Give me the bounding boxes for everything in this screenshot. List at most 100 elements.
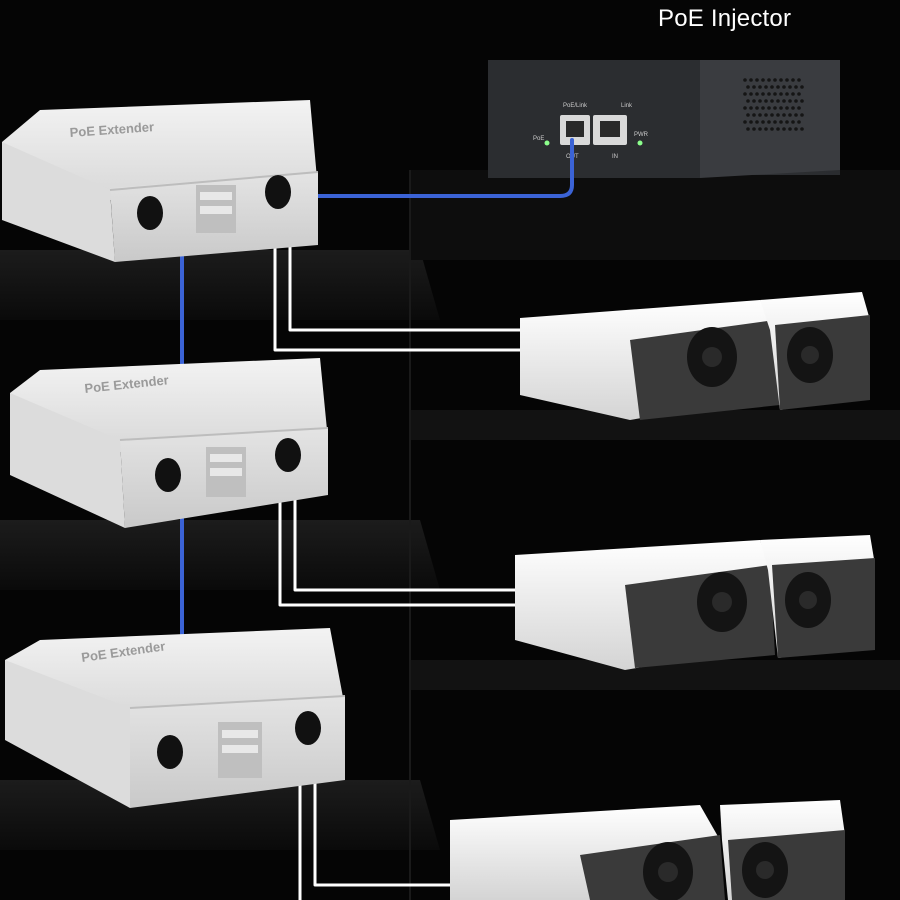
vent-hole	[773, 106, 777, 110]
vent-hole	[761, 78, 765, 82]
vent-hole	[767, 78, 771, 82]
vent-hole	[758, 99, 762, 103]
vent-hole	[785, 106, 789, 110]
vent-hole	[788, 99, 792, 103]
vent-hole	[794, 113, 798, 117]
vent-hole	[782, 113, 786, 117]
camera-pair-2	[515, 535, 875, 670]
extender-label: PoE Extender	[69, 119, 154, 140]
camera-cable-1a	[288, 208, 522, 332]
vent-hole	[788, 85, 792, 89]
vent-hole	[791, 106, 795, 110]
vent-hole	[800, 113, 804, 117]
vent-hole	[785, 78, 789, 82]
vent-hole	[755, 120, 759, 124]
vent-hole	[791, 78, 795, 82]
camera-cable-3a	[313, 736, 452, 887]
downlink-port	[295, 711, 321, 745]
vent-hole	[797, 120, 801, 124]
camera-cable-1b	[273, 208, 522, 352]
camera-cable-2a	[293, 460, 517, 592]
vent-holes	[743, 78, 804, 131]
vent-hole	[755, 78, 759, 82]
vent-hole	[776, 85, 780, 89]
vent-hole	[779, 106, 783, 110]
vent-hole	[746, 85, 750, 89]
vent-hole	[749, 92, 753, 96]
bullet-camera-icon	[515, 540, 775, 670]
uplink-port	[137, 196, 163, 230]
vent-hole	[743, 120, 747, 124]
vent-hole	[770, 127, 774, 131]
bullet-camera-icon	[760, 535, 875, 658]
trunk-cable-injector	[288, 138, 574, 198]
vent-hole	[782, 127, 786, 131]
vent-grille	[740, 75, 802, 135]
poe-led	[544, 140, 550, 146]
vent-hole	[797, 92, 801, 96]
vent-hole	[785, 92, 789, 96]
link-label: Link	[621, 103, 633, 109]
vent-hole	[800, 99, 804, 103]
vent-hole	[797, 106, 801, 110]
downlink-port	[275, 438, 301, 472]
vent-hole	[758, 85, 762, 89]
vent-hole	[749, 120, 753, 124]
vent-hole	[779, 78, 783, 82]
vent-hole	[770, 99, 774, 103]
poe-led-label: PoE	[533, 136, 544, 142]
vent-hole	[746, 127, 750, 131]
vent-hole	[761, 92, 765, 96]
vent-hole	[776, 127, 780, 131]
vent-hole	[785, 120, 789, 124]
vent-hole	[752, 85, 756, 89]
vent-hole	[752, 127, 756, 131]
vent-hole	[788, 127, 792, 131]
vent-hole	[794, 85, 798, 89]
vent-hole	[755, 92, 759, 96]
in-label: IN	[612, 154, 618, 160]
vent-hole	[743, 106, 747, 110]
vent-hole	[752, 113, 756, 117]
vent-hole	[773, 92, 777, 96]
bullet-camera-icon	[760, 292, 870, 410]
vent-hole	[770, 85, 774, 89]
uplink-port	[155, 458, 181, 492]
uplink-port	[157, 735, 183, 769]
vent-hole	[749, 78, 753, 82]
camera-cable-2b	[278, 460, 517, 607]
vent-hole	[776, 113, 780, 117]
vent-hole	[764, 85, 768, 89]
vent-hole	[764, 127, 768, 131]
vent-hole	[749, 106, 753, 110]
vent-hole	[788, 113, 792, 117]
vent-hole	[782, 85, 786, 89]
poe-extender-1: PoE Extender	[2, 100, 319, 262]
downlink-port	[265, 175, 291, 209]
vent-hole	[758, 127, 762, 131]
page-title: PoE Injector	[658, 5, 792, 32]
camera-pair-3	[450, 800, 845, 900]
camera-pair-1	[520, 292, 870, 420]
vent-hole	[767, 120, 771, 124]
pwr-led	[637, 140, 643, 146]
vent-hole	[794, 127, 798, 131]
vent-hole	[767, 92, 771, 96]
pwr-led-label: PWR	[634, 132, 649, 138]
vent-hole	[782, 99, 786, 103]
vent-hole	[779, 120, 783, 124]
vent-hole	[746, 113, 750, 117]
vent-hole	[755, 106, 759, 110]
bullet-camera-icon	[520, 300, 780, 420]
vent-hole	[773, 120, 777, 124]
vent-hole	[770, 113, 774, 117]
vent-hole	[791, 120, 795, 124]
vent-hole	[776, 99, 780, 103]
vent-hole	[746, 99, 750, 103]
vent-hole	[743, 92, 747, 96]
vent-hole	[764, 99, 768, 103]
vent-hole	[767, 106, 771, 110]
vent-hole	[752, 99, 756, 103]
vent-hole	[791, 92, 795, 96]
shelves	[0, 170, 900, 900]
